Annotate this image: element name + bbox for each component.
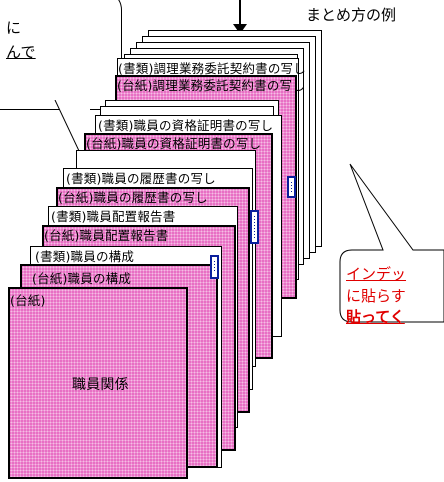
doc-staffing-report-label: (書類)職員配置報告書 <box>51 209 176 224</box>
right-callout-line-1: インデッ <box>346 265 407 283</box>
mount-contract-label: (台紙)調理業務委託契約書の写し <box>117 78 305 93</box>
doc-contract-copy-label: (書類)調理業務委託契約書の写し <box>118 61 306 76</box>
front-cover-body-label: 職員関係 <box>72 377 129 393</box>
mount-resume-label: (台紙)職員の履歴書の写し <box>58 190 208 205</box>
index-tab-1 <box>287 176 296 198</box>
front-cover-corner-label: (台紙) <box>10 293 46 308</box>
down-arrow-icon <box>233 0 247 34</box>
doc-qualification-copy-label: (書類)職員の資格証明書の写し <box>98 118 274 133</box>
left-callout-line-2: んで <box>6 43 36 61</box>
mount-qualification-label: (台紙)職員の資格証明書の写し <box>86 136 262 151</box>
mount-staff-composition-label: (台紙)職員の構成 <box>32 271 132 286</box>
front-cover-staff: (台紙) 職員関係 <box>8 287 188 479</box>
mount-staffing-report-label: (台紙)職員配置報告書 <box>44 228 169 243</box>
doc-staff-composition-label: (書類)職員の構成 <box>35 249 135 264</box>
index-tab-2 <box>250 210 259 244</box>
right-callout-line-2: に貼らす <box>346 287 406 305</box>
left-callout-bubble <box>0 0 122 110</box>
top-caption: まとめ方の例 <box>306 6 397 24</box>
right-callout-bubble <box>339 163 444 323</box>
index-tab-3 <box>210 255 219 279</box>
left-callout-line-1: に <box>6 19 22 37</box>
doc-resume-copy-label: (書類)職員の履歴書の写し <box>66 171 216 186</box>
right-callout-line-3: 貼ってく <box>346 308 405 326</box>
